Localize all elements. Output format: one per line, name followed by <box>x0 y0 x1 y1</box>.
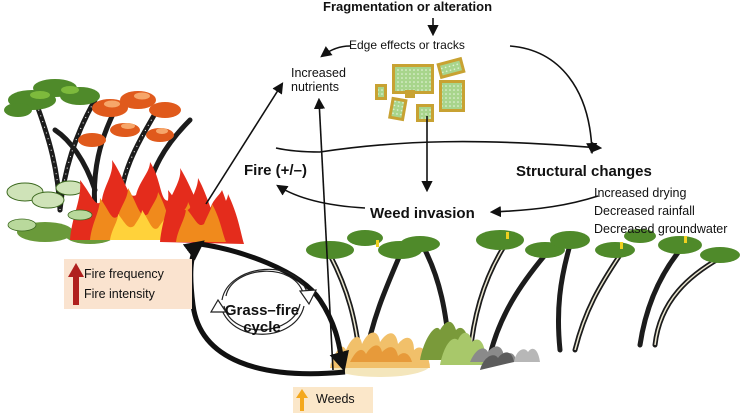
effect-increased-drying: Increased drying <box>594 186 687 200</box>
arrow-structural-to-weed-invasion <box>489 195 599 218</box>
grass-fire-loop <box>182 240 349 377</box>
grass-fire-line-2: cycle <box>243 319 281 337</box>
weeds-box: Weeds <box>293 387 373 413</box>
arrow-fire-to-structural <box>319 140 603 153</box>
arrow-edge-to-structural <box>509 45 598 155</box>
nutrients-line-1: Increased <box>291 66 346 80</box>
arrow-edge-to-nutrients <box>320 45 351 58</box>
burning-woodland-illustration <box>4 79 244 244</box>
cycle-symbol <box>209 268 318 335</box>
arrow-fire-link <box>275 147 321 153</box>
loop-arrow-weeds-to-fire <box>182 240 346 377</box>
process-arrows <box>205 18 603 371</box>
arrow-weed-invasion-to-fire <box>276 184 366 209</box>
weed-invasion-label: Weed invasion <box>370 205 475 222</box>
effect-decreased-groundwater: Decreased groundwater <box>594 222 728 236</box>
arrow-fire-to-nutrients <box>205 82 284 205</box>
weedy-woodland-illustration <box>306 229 740 377</box>
weeds-up-arrow-icon <box>296 389 308 411</box>
nutrients-line-2: nutrients <box>291 80 339 95</box>
increased-nutrients-label: Increased nutrients <box>291 66 346 95</box>
fire-intensity-label: Fire intensity <box>84 287 155 301</box>
structural-effects-list: Increased drying Decreased rainfall Decr… <box>594 184 727 238</box>
grass-fire-cycle-label: Grass–fire cycle <box>220 302 304 337</box>
fire-frequency-label: Fire frequency <box>84 267 164 281</box>
loop-arrow-fire-to-weeds <box>199 241 349 372</box>
grass-fire-line-1: Grass–fire <box>224 302 300 319</box>
fragmented-patches <box>375 56 466 122</box>
weeds-label: Weeds <box>316 392 355 406</box>
fire-regime-box: Fire frequency Fire intensity <box>64 259 192 309</box>
effect-decreased-rainfall: Decreased rainfall <box>594 204 695 218</box>
edge-effects-label: Edge effects or tracks <box>349 38 465 52</box>
fire-up-arrow-icon <box>68 263 84 305</box>
fire-label: Fire (+/–) <box>244 162 307 179</box>
fragmentation-label: Fragmentation or alteration <box>323 0 493 14</box>
arrow-weeds-to-nutrients <box>313 97 334 371</box>
structural-changes-label: Structural changes <box>516 163 652 180</box>
